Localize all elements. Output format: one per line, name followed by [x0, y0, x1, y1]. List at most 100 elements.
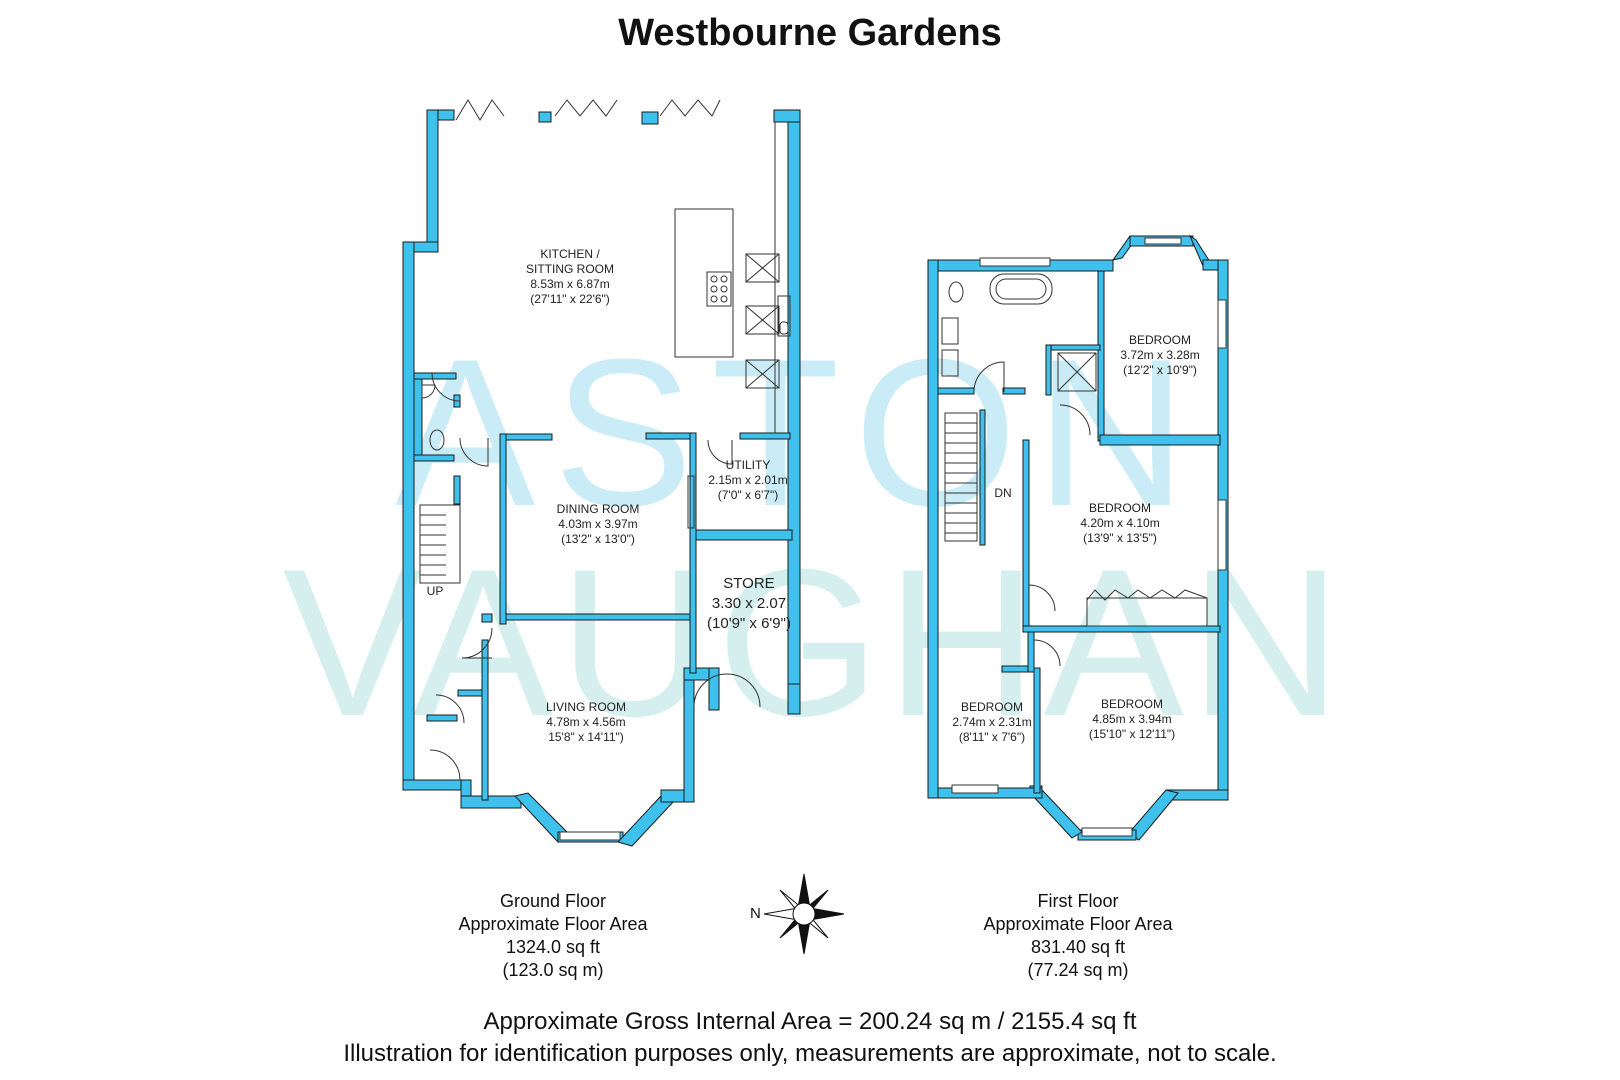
compass-north-label: N	[750, 905, 761, 922]
first-floor-label: First Floor	[1037, 891, 1119, 911]
watermark-line2: VAUGHAN	[283, 525, 1348, 760]
ff-wall	[1045, 344, 1052, 396]
gf-wall	[689, 432, 697, 674]
ff-wall	[1099, 434, 1221, 446]
gf-wall	[413, 372, 457, 380]
window	[559, 831, 621, 841]
gf-bay-wall	[617, 795, 676, 847]
basin	[941, 349, 959, 377]
first-floor-sqm: (77.24 sq m)	[1027, 960, 1129, 980]
door-swing	[435, 694, 465, 724]
room-label-dining: DINING ROOM 4.03m x 3.97m (13'2" x 13'0"…	[556, 502, 640, 546]
door-swing	[1059, 404, 1091, 436]
gf-wall	[787, 679, 801, 715]
gf-wall	[426, 109, 439, 251]
stairs-up-label: UP	[426, 584, 444, 598]
gf-wall	[683, 667, 695, 803]
sink-bowl	[779, 321, 789, 335]
hob-ring	[720, 295, 728, 303]
door-swing	[429, 749, 461, 781]
first-floor-fixtures	[941, 237, 1227, 837]
gf-wall	[773, 109, 801, 123]
gf-wall	[481, 639, 489, 801]
first-floor-sqft: 831.40 sq ft	[1030, 937, 1126, 957]
window	[687, 475, 695, 529]
gf-wall	[460, 795, 522, 809]
gf-post	[641, 111, 659, 125]
ff-wall	[1045, 344, 1101, 351]
window	[1081, 827, 1133, 837]
bathtub	[989, 273, 1053, 305]
skylight	[745, 305, 780, 335]
hob	[706, 271, 732, 307]
sink	[777, 295, 791, 337]
hob-ring	[710, 295, 718, 303]
ff-wall	[1097, 270, 1105, 442]
door-swing	[431, 372, 461, 402]
gf-post	[538, 111, 552, 123]
skylight	[745, 359, 780, 389]
bifold-door	[659, 99, 721, 117]
ff-wall	[1002, 387, 1026, 395]
ff-wall	[1022, 439, 1030, 631]
hob-ring	[710, 275, 718, 283]
shower-tray	[1057, 352, 1097, 392]
bifold-door	[455, 99, 505, 121]
compass-rose	[763, 873, 845, 955]
gf-wall	[645, 432, 697, 440]
door-swing	[461, 627, 493, 659]
gf-stairs	[419, 504, 461, 584]
gf-wall	[426, 714, 458, 722]
gf-wall	[695, 529, 793, 541]
room-label-bedroom-2: BEDROOM 4.20m x 4.10m (13'9" x 13'5")	[1080, 501, 1160, 545]
ff-wall	[1033, 667, 1041, 794]
ff-bay-wall	[1127, 789, 1179, 841]
ff-wall	[979, 409, 986, 546]
kitchen-island	[674, 208, 734, 358]
door-swing	[707, 439, 733, 465]
watermark: ASTON VAUGHAN	[283, 315, 1348, 760]
ground-floor-sqft: 1324.0 sq ft	[505, 937, 601, 957]
skylight	[745, 253, 780, 283]
toilet	[429, 429, 445, 451]
wardrobe	[1086, 589, 1208, 601]
room-label-living: LIVING ROOM 4.78m x 4.56m 15'8" x 14'11"…	[545, 700, 627, 744]
gf-wall	[413, 454, 455, 462]
gf-wall	[453, 475, 461, 505]
door-swing	[1033, 639, 1061, 667]
gf-wall	[499, 433, 553, 441]
ground-floor-area: Ground Floor Approximate Floor Area 1324…	[458, 890, 647, 982]
gf-wall	[413, 372, 423, 460]
ground-floor-label: Ground Floor	[499, 891, 607, 911]
bathtub-inner	[995, 278, 1047, 300]
gf-wall	[457, 689, 483, 697]
door-swing	[973, 361, 1005, 393]
ground-floor-plan	[402, 109, 801, 847]
first-floor-area: First Floor Approximate Floor Area 831.4…	[983, 890, 1172, 982]
ff-wall	[937, 387, 975, 395]
hob-ring	[720, 275, 728, 283]
bifold-door	[554, 99, 618, 117]
gross-area: Approximate Gross Internal Area = 200.24…	[483, 1008, 1137, 1035]
gf-wall	[499, 433, 507, 625]
room-label-bedroom-1: BEDROOM 3.72m x 3.28m (12'2" x 10'9")	[1120, 333, 1200, 377]
window	[951, 784, 999, 794]
door-swing	[1028, 584, 1056, 612]
ff-wall	[1027, 631, 1035, 673]
window	[1144, 237, 1182, 245]
room-label-kitchen: KITCHEN / SITTING ROOM 8.53m x 6.87m (27…	[526, 247, 614, 306]
gf-wall	[739, 432, 791, 440]
ff-wall	[1022, 625, 1221, 633]
room-label-bedroom-4: BEDROOM 4.85m x 3.94m (15'10" x 12'11")	[1088, 697, 1176, 741]
ff-wall	[927, 259, 939, 799]
plan-title: Westbourne Gardens	[618, 12, 1002, 54]
store-door	[726, 673, 761, 708]
window	[979, 257, 1051, 267]
room-label-utility: UTILITY 2.15m x 2.01m (7'0" x 6'7")	[708, 458, 788, 502]
ff-stairs	[944, 412, 978, 542]
wardrobe	[1086, 597, 1208, 627]
door-swing	[459, 437, 489, 467]
hob-ring	[720, 285, 728, 293]
gf-wall	[505, 613, 691, 621]
